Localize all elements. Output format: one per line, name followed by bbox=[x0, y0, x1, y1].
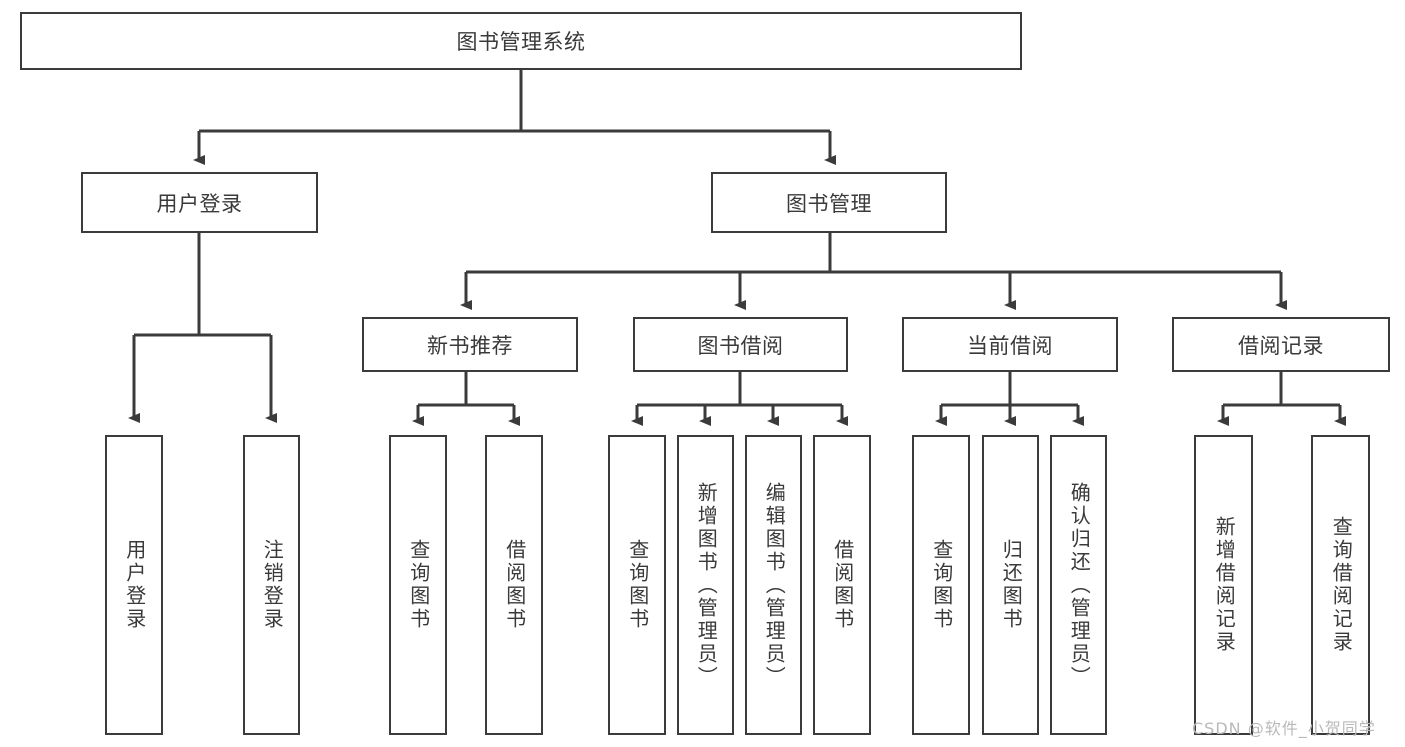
node-leaf-user-login-label: 用户登录 bbox=[122, 539, 147, 631]
node-leaf-user-login[interactable]: 用户登录 bbox=[105, 435, 163, 735]
node-leaf-confirm-return-label: 确认归还（管理员） bbox=[1067, 481, 1092, 689]
node-leaf-return-book[interactable]: 归还图书 bbox=[982, 435, 1039, 735]
csdn-watermark: CSDN @软件_小贺同学 bbox=[1192, 719, 1376, 738]
node-leaf-return-book-label: 归还图书 bbox=[999, 539, 1024, 631]
node-leaf-query-book-1-label: 查询图书 bbox=[406, 539, 431, 631]
node-leaf-logout-login-label: 注销登录 bbox=[260, 539, 285, 631]
node-leaf-borrow-book-2-label: 借阅图书 bbox=[830, 539, 855, 631]
node-leaf-query-book-3-label: 查询图书 bbox=[929, 539, 954, 631]
node-leaf-query-book-2-label: 查询图书 bbox=[625, 539, 650, 631]
node-leaf-borrow-book-1[interactable]: 借阅图书 bbox=[485, 435, 543, 735]
node-leaf-edit-book-label: 编辑图书（管理员） bbox=[762, 481, 787, 689]
node-book-borrow[interactable]: 图书借阅 bbox=[633, 317, 848, 372]
node-leaf-query-book-1[interactable]: 查询图书 bbox=[389, 435, 447, 735]
node-root[interactable]: 图书管理系统 bbox=[20, 12, 1022, 70]
node-root-label: 图书管理系统 bbox=[456, 30, 586, 54]
node-book-manage-label: 图书管理 bbox=[786, 191, 872, 216]
node-leaf-logout-login[interactable]: 注销登录 bbox=[243, 435, 300, 735]
node-leaf-query-book-2[interactable]: 查询图书 bbox=[608, 435, 666, 735]
node-leaf-add-record-label: 新增借阅记录 bbox=[1212, 516, 1237, 654]
node-leaf-confirm-return[interactable]: 确认归还（管理员） bbox=[1050, 435, 1107, 735]
node-borrow-record-label: 借阅记录 bbox=[1238, 333, 1324, 358]
node-new-book-recommend[interactable]: 新书推荐 bbox=[362, 317, 578, 372]
node-leaf-borrow-book-1-label: 借阅图书 bbox=[502, 539, 527, 631]
node-borrow-record[interactable]: 借阅记录 bbox=[1172, 317, 1390, 372]
node-user-login[interactable]: 用户登录 bbox=[81, 172, 318, 233]
node-book-borrow-label: 图书借阅 bbox=[697, 333, 784, 358]
node-leaf-add-record[interactable]: 新增借阅记录 bbox=[1194, 435, 1253, 735]
node-current-borrow[interactable]: 当前借阅 bbox=[902, 317, 1118, 372]
node-leaf-add-book[interactable]: 新增图书（管理员） bbox=[677, 435, 734, 735]
node-leaf-query-record[interactable]: 查询借阅记录 bbox=[1311, 435, 1370, 735]
node-new-book-recommend-label: 新书推荐 bbox=[427, 333, 513, 358]
node-book-manage[interactable]: 图书管理 bbox=[711, 172, 947, 233]
node-leaf-query-record-label: 查询借阅记录 bbox=[1329, 516, 1354, 654]
node-leaf-add-book-label: 新增图书（管理员） bbox=[694, 481, 719, 689]
node-leaf-edit-book[interactable]: 编辑图书（管理员） bbox=[745, 435, 802, 735]
node-current-borrow-label: 当前借阅 bbox=[967, 333, 1053, 358]
node-leaf-borrow-book-2[interactable]: 借阅图书 bbox=[813, 435, 871, 735]
node-user-login-label: 用户登录 bbox=[156, 191, 243, 216]
node-leaf-query-book-3[interactable]: 查询图书 bbox=[912, 435, 970, 735]
